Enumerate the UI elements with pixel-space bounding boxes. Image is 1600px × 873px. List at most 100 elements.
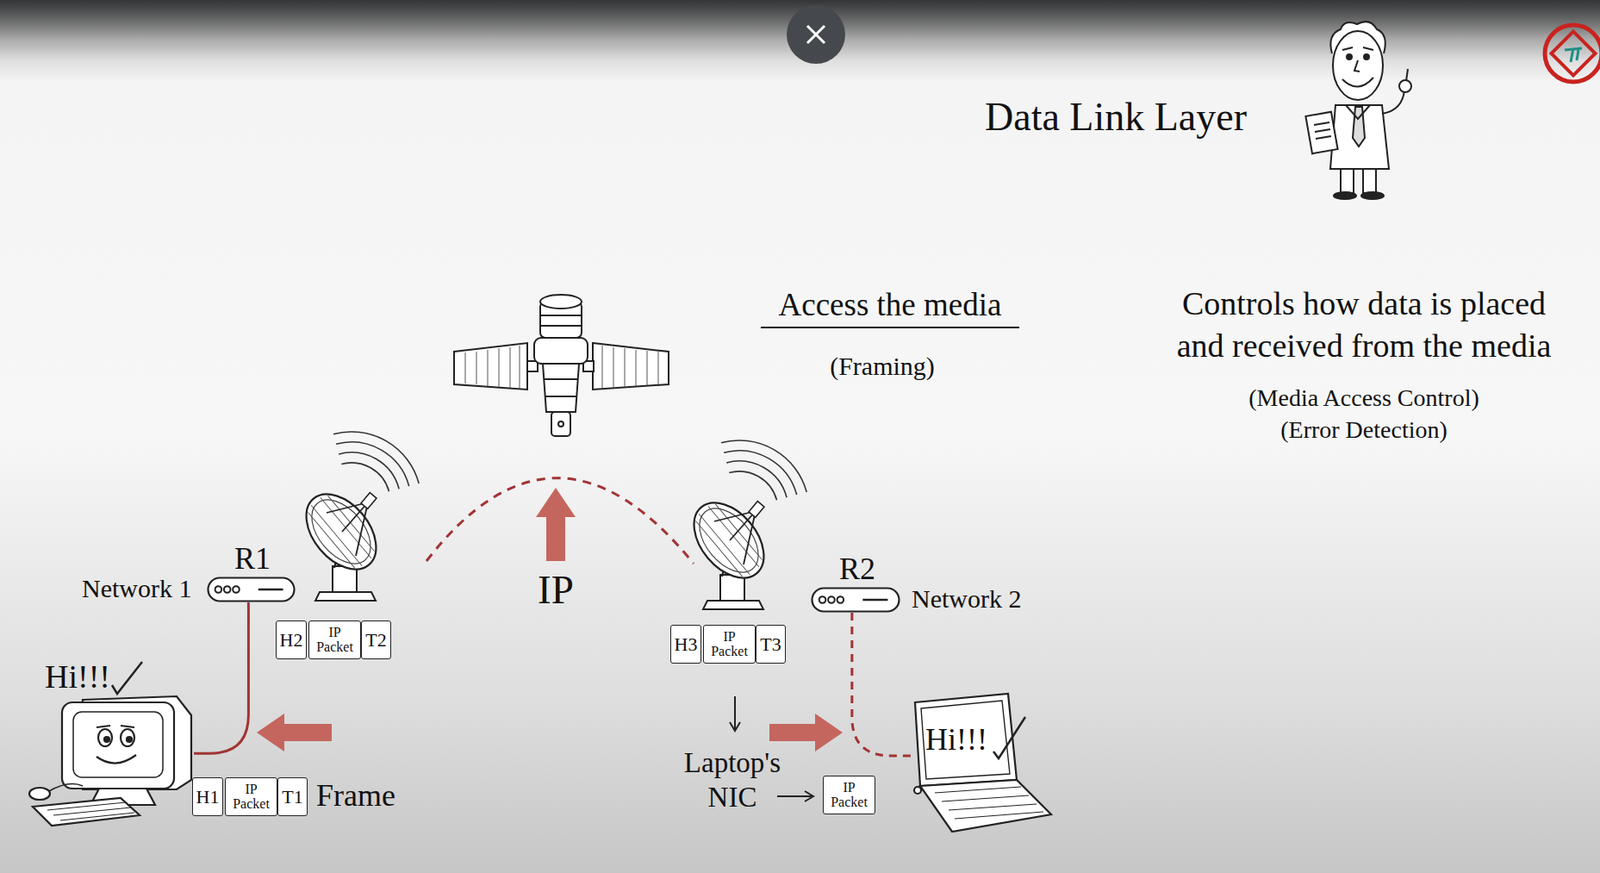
router-name: R1 <box>234 541 271 577</box>
flow-arrows-part <box>769 713 843 752</box>
screen-greeting: Hi!!! <box>44 659 111 696</box>
frame-trailer: T1 <box>277 777 308 816</box>
diagram-title: Data Link Layer <box>984 93 1247 141</box>
flow-arrows-part <box>535 487 576 561</box>
ip-packet-box: IP Packet <box>822 775 876 815</box>
laptop-part <box>914 786 922 794</box>
router: R1 <box>206 576 296 603</box>
satellite-link <box>426 478 694 564</box>
note-text: (Media Access Control) <box>1191 383 1537 413</box>
frame-field-text: H1 <box>196 786 220 807</box>
satellite-part <box>542 363 579 412</box>
laptop-part <box>934 786 1044 819</box>
small-arrows-part <box>729 722 741 731</box>
frame-field-text: T3 <box>759 634 781 654</box>
frame-field-text: IP Packet <box>705 629 754 660</box>
satellite-part <box>558 421 564 427</box>
small-arrows-part <box>777 795 812 797</box>
flow-arrows <box>256 487 843 752</box>
professor-cartoon-part <box>1330 105 1389 169</box>
note-text: Controls how data is placed and received… <box>1165 282 1563 368</box>
professor-cartoon-part <box>1340 168 1354 193</box>
desktop-computer-part <box>47 802 135 821</box>
satellite-part-part <box>487 349 489 386</box>
illustration-part <box>679 440 807 610</box>
satellite-part <box>534 337 588 364</box>
close-button <box>786 5 846 64</box>
desktop-computer-part <box>98 728 113 747</box>
illustration-part <box>292 431 419 601</box>
satellite-part <box>465 345 520 389</box>
router-led <box>224 585 231 593</box>
professor-cartoon-part <box>1332 31 1383 100</box>
router-led <box>837 596 845 604</box>
professor-cartoon-part <box>1406 68 1408 81</box>
professor-cartoon-part <box>1345 105 1370 119</box>
close-button-part <box>807 25 825 44</box>
professor-cartoon-part <box>1382 89 1405 114</box>
frame-header: H3 <box>670 624 702 664</box>
laptop-part <box>920 779 1052 832</box>
router-icon <box>206 576 296 603</box>
desktop-computer-part <box>62 702 175 789</box>
network-name: Network 1 <box>81 572 203 604</box>
frame-trailer: T2 <box>361 620 392 660</box>
professor-cartoon-part <box>1346 54 1352 60</box>
channel-logo-part <box>1564 48 1582 63</box>
router-slot <box>258 588 284 592</box>
satellite-part <box>544 378 578 380</box>
close-button-part <box>807 25 825 44</box>
ip-packet-box: IP Packet <box>703 624 756 664</box>
satellite-part <box>454 342 528 390</box>
frame-field-text: IP Packet <box>825 780 873 810</box>
frame-field-text: H2 <box>280 629 304 650</box>
frame-header: H2 <box>275 620 307 660</box>
satellite-part-part <box>624 348 626 387</box>
satellite-part-part <box>602 345 604 389</box>
desktop-computer-part <box>29 787 50 800</box>
network-cable <box>193 602 249 754</box>
satellite-part <box>540 324 582 327</box>
satellite-part-part <box>613 347 615 388</box>
satellite-part <box>551 411 571 436</box>
frame-header: H1 <box>192 777 224 816</box>
satellite-part-part <box>476 351 478 385</box>
router-led <box>232 585 240 593</box>
channel-logo-part <box>1544 24 1600 82</box>
satellite-part-part <box>519 345 521 389</box>
note-text: Access the media <box>760 286 1020 329</box>
router-led <box>215 585 223 593</box>
channel-logo-part <box>1551 31 1596 76</box>
frame-field-text: IP Packet <box>311 625 359 655</box>
ip-packet-box: IP Packet <box>224 777 278 816</box>
professor-cartoon-part <box>1342 47 1374 50</box>
desktop-computer-part <box>112 661 143 694</box>
professor-cartoon-part <box>1305 112 1338 155</box>
desktop-computer-part <box>32 797 140 826</box>
desktop-computer-part <box>96 754 137 764</box>
screen-greeting: Hi!!! <box>925 722 988 758</box>
laptop-part <box>993 716 1026 759</box>
satellite-part <box>602 345 659 389</box>
flow-arrows-part <box>256 713 332 752</box>
router: R2 <box>810 586 901 613</box>
satellite <box>454 294 669 436</box>
channel-logo <box>1544 24 1600 82</box>
close-button-part <box>786 5 846 64</box>
desktop-computer-node: Hi!!! <box>30 659 194 828</box>
laptop-node: Hi!!! <box>913 693 1052 832</box>
professor-cartoon-part <box>1333 192 1357 200</box>
satellite-part-part <box>658 351 660 385</box>
router-led <box>828 596 835 604</box>
router-body <box>812 588 900 612</box>
network-cable <box>852 612 914 756</box>
router-slot <box>862 598 888 602</box>
ip-packet-box: IP Packet <box>308 620 362 660</box>
router-icon <box>810 586 901 613</box>
frame-field-text: T1 <box>281 786 303 807</box>
note-text: (Framing) <box>796 350 969 382</box>
desktop-computer-part <box>49 784 83 791</box>
frame-field-text: T2 <box>365 629 386 650</box>
frame-trailer: T3 <box>755 624 786 664</box>
